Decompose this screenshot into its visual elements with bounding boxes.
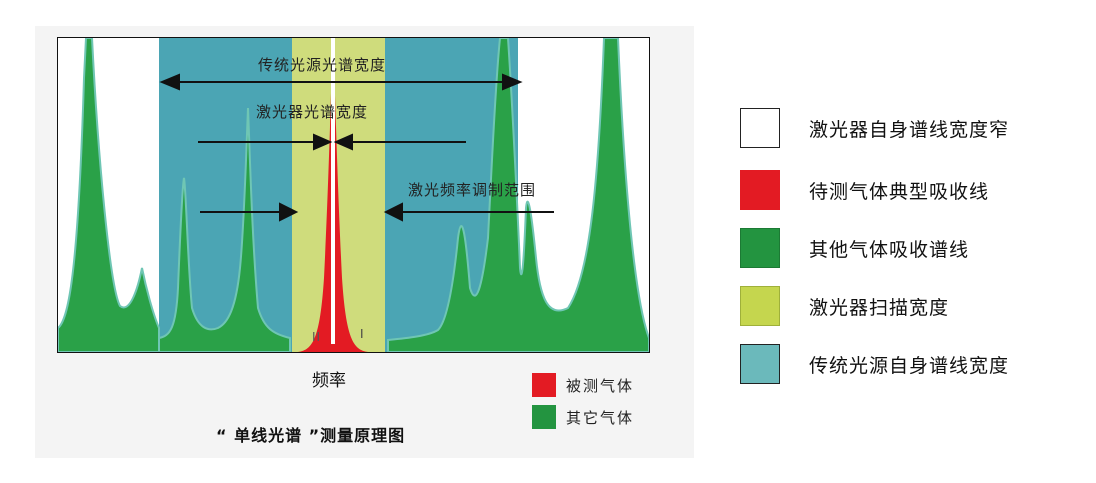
teal-swatch	[740, 344, 780, 384]
white-swatch	[740, 108, 780, 148]
legend-item-other: 其他气体吸收谱线	[740, 228, 969, 268]
green-swatch	[740, 228, 780, 268]
other-gas-lines	[58, 38, 291, 352]
legend-item-target: 待测气体典型吸收线	[740, 170, 989, 210]
spectrum-graphic	[58, 38, 649, 352]
mini-legend-item-target: 被测气体	[532, 372, 634, 398]
legend-item-source: 传统光源自身谱线宽度	[740, 344, 1009, 384]
mini-legend-item-other: 其它气体	[532, 404, 634, 430]
other-swatch	[532, 405, 556, 429]
laser-width-label: 激光器光谱宽度	[256, 103, 369, 121]
legend-label: 其他气体吸收谱线	[809, 238, 970, 261]
mini-legend-label: 被测气体	[566, 376, 635, 395]
legend-label: 激光器扫描宽度	[809, 296, 950, 319]
diagram-title: “ 单线光谱 ”测量原理图	[216, 426, 406, 445]
mark-ii: II	[312, 330, 322, 344]
legend-item-scan: 激光器扫描宽度	[740, 286, 949, 326]
mini-legend: 被测气体 其它气体	[532, 372, 634, 436]
laser-line	[331, 38, 335, 344]
annotation-arrows	[159, 73, 554, 222]
x-axis-label: 频率	[312, 371, 346, 391]
other-gas-lines-right	[387, 38, 649, 352]
yellow-swatch	[740, 286, 780, 326]
mark-i: I	[360, 327, 365, 341]
spectrum-plot	[57, 37, 650, 353]
mini-legend-label: 其它气体	[566, 408, 635, 427]
source-width-label: 传统光源光谱宽度	[258, 56, 387, 74]
legend-item-laser-line: 激光器自身谱线宽度窄	[740, 108, 1009, 148]
tuning-range-label: 激光频率调制范围	[408, 181, 537, 199]
legend-label: 传统光源自身谱线宽度	[809, 354, 1010, 377]
target-swatch	[532, 373, 556, 397]
legend-label: 待测气体典型吸收线	[809, 180, 990, 203]
red-swatch	[740, 170, 780, 210]
legend-label: 激光器自身谱线宽度窄	[809, 118, 1010, 141]
